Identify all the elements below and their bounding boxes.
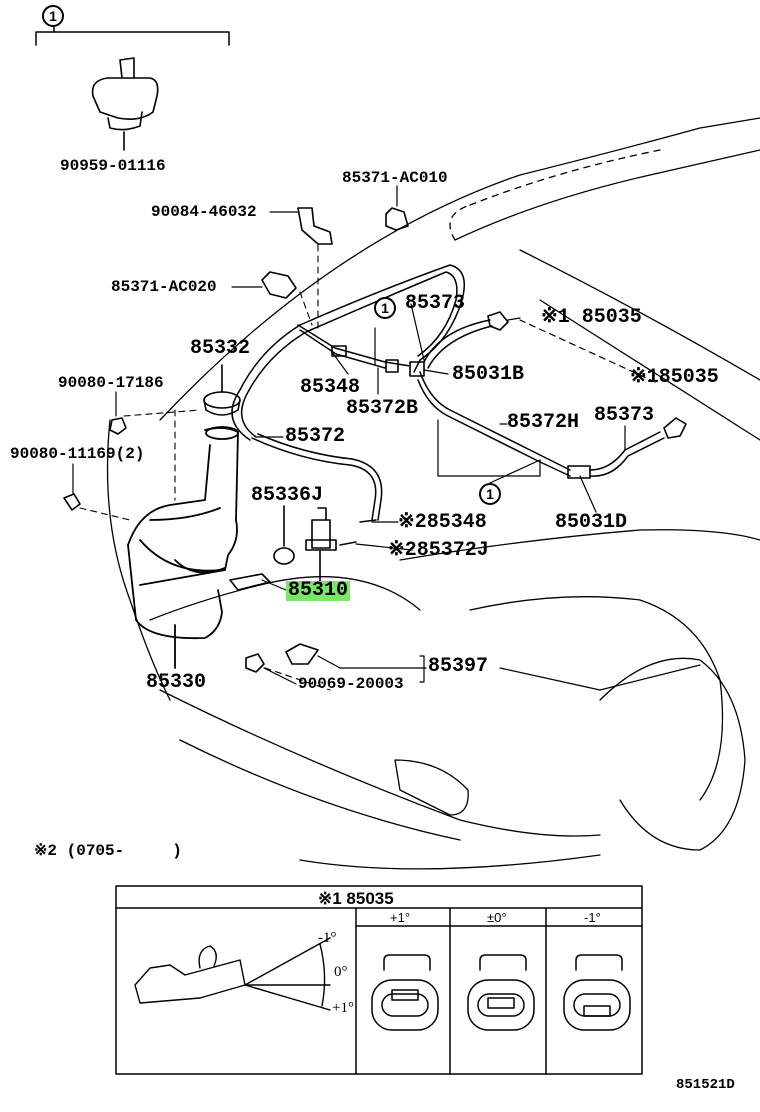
clip-90959-01116-drawing [91,57,159,151]
part-label-85035-top[interactable]: ※1 85035 [541,308,642,328]
mark-star1: ※1 [541,306,570,329]
part-label-85330[interactable]: 85330 [146,671,207,694]
part-number: 85348 [426,511,487,534]
part-label-90959-01116[interactable]: 90959-01116 [60,157,166,175]
nozzles-and-joints [331,311,687,479]
footnote-star2: ※2 (0705- ) [34,842,182,860]
ref-mark-1-clip: 1 [42,5,64,27]
part-label-85371-ac020[interactable]: 85371-AC020 [111,278,217,296]
table-header: ※1 85035 [318,889,394,908]
part-label-85372j[interactable]: ※285372J [388,541,489,561]
part-label-85310-highlighted[interactable]: 85310 [286,579,351,602]
hose-clamps-drawing [261,207,409,299]
part-label-85372h[interactable]: 85372H [507,411,580,434]
part-label-90080-17186[interactable]: 90080-17186 [58,374,164,392]
col-header-plus1: +1° [390,910,411,925]
bolts-drawing [63,417,319,673]
ref-mark-1-lower: 1 [479,483,501,505]
nozzle-face-views [371,954,631,1031]
angle-label-mid: 0° [334,964,348,980]
mark-star1: ※1 [630,366,659,389]
nozzle-face-zero [467,954,535,1031]
part-label-85031b[interactable]: 85031B [452,363,525,386]
part-number: 85035 [581,306,642,329]
ref-mark-1-upper: 1 [374,297,396,319]
mark-star2: ※2 [388,539,417,562]
grommet-drawing [273,505,295,565]
part-label-85336j[interactable]: 85336J [251,484,324,507]
leader-lines [72,185,701,691]
angle-label-bot: +1° [332,1000,354,1016]
col-header-minus1: -1° [584,910,601,925]
car-body-outline [106,117,760,870]
part-label-85373-right[interactable]: 85373 [594,404,655,427]
part-label-85372b[interactable]: 85372B [346,397,419,420]
part-label-85373-top[interactable]: 85373 [405,292,466,315]
col-header-zero: ±0° [487,910,507,925]
part-label-85035-right[interactable]: ※185035 [630,368,719,388]
clip-detail-bracket [35,23,230,46]
part-label-90084-46032[interactable]: 90084-46032 [151,203,257,221]
part-number: 85372J [416,539,489,562]
angle-label-top: -1° [318,930,337,946]
part-label-85031d[interactable]: 85031D [555,511,628,534]
nozzle-angle-drawing [134,937,331,1011]
part-label-85372[interactable]: 85372 [285,425,346,448]
part-number: 85035 [658,366,719,389]
part-label-85397[interactable]: 85397 [428,655,489,678]
tank-cap-drawing [203,364,241,416]
part-label-85348-upper[interactable]: 85348 [300,376,361,399]
nozzle-angle-table [115,885,643,1075]
washer-tank-drawing [127,426,239,669]
nozzle-face-minus1 [563,954,631,1031]
guide-lines-dashed [79,244,331,691]
nozzle-face-plus1 [371,954,439,1031]
part-label-90069-20003[interactable]: 90069-20003 [298,675,404,693]
diagram-id: 851521D [676,1077,735,1093]
mark-star2: ※2 [398,511,427,534]
part-label-90080-11169[interactable]: 90080-11169(2) [10,445,145,463]
part-label-85348-lower[interactable]: ※285348 [398,513,487,533]
part-label-85332[interactable]: 85332 [190,337,251,360]
washer-pump-drawing [229,507,337,591]
part-label-85371-ac010[interactable]: 85371-AC010 [342,169,448,187]
